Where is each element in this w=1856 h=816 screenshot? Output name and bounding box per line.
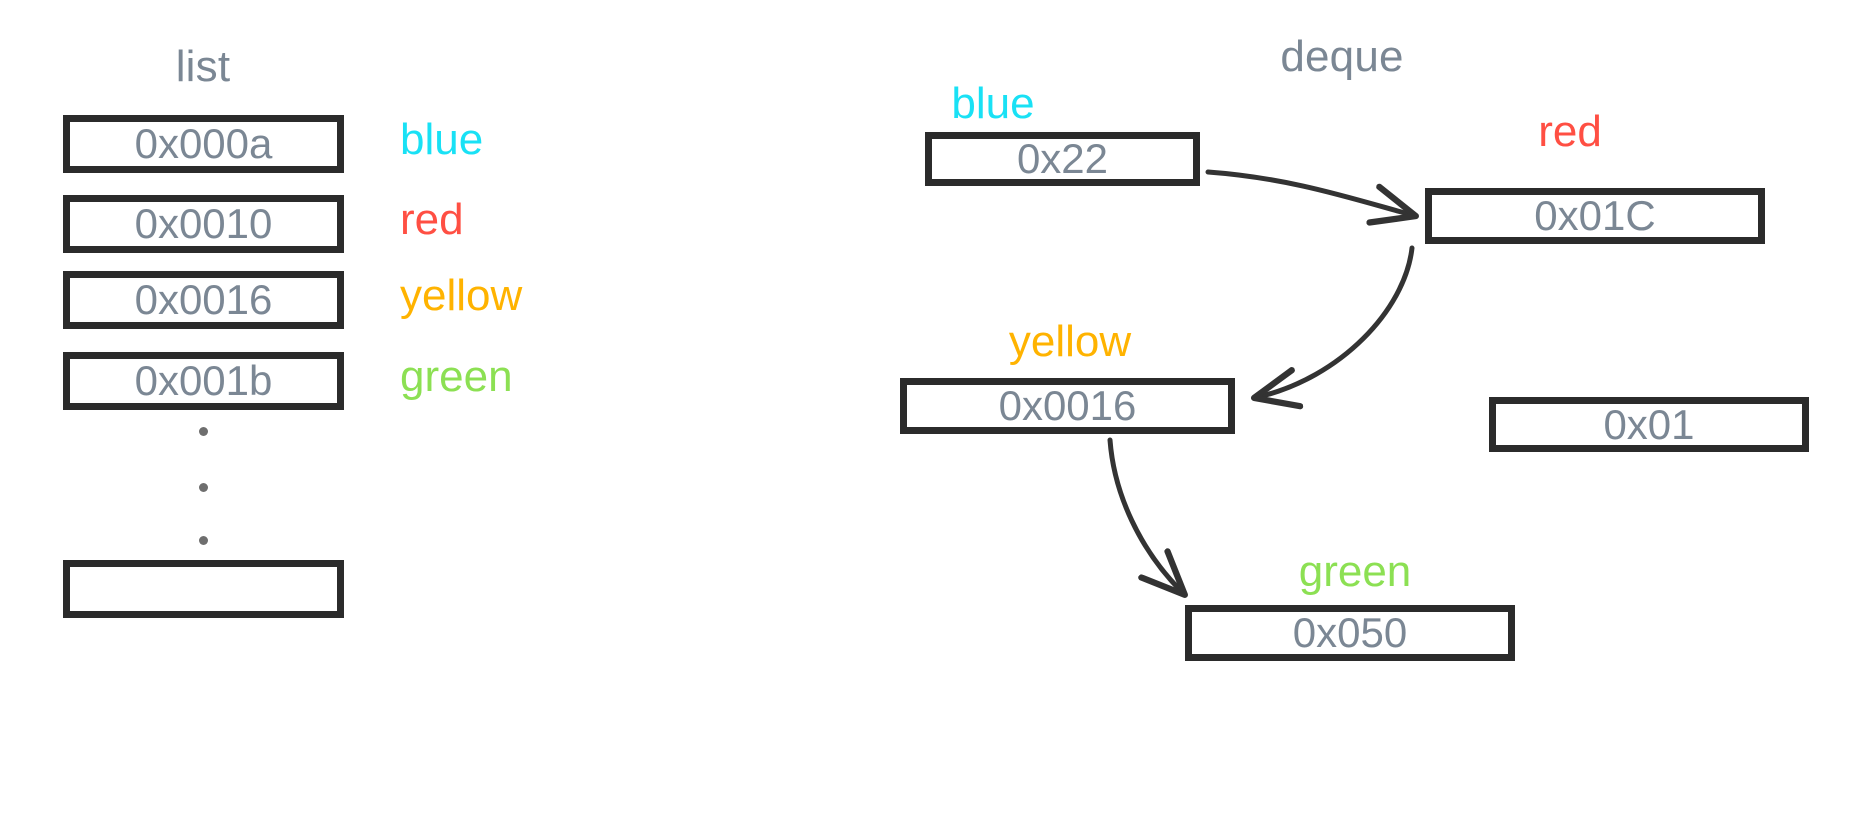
- deque-node-loose-value: 0x01: [1603, 400, 1695, 448]
- deque-node-blue-value: 0x22: [1016, 135, 1109, 182]
- deque-section-title: deque: [1280, 32, 1404, 81]
- list-cell-0-label: blue: [400, 115, 484, 164]
- arrow-red-to-yellow: [1258, 245, 1415, 397]
- list-cell-1-label: red: [400, 195, 464, 244]
- list-cell-3-inner: 0x001b: [70, 359, 337, 403]
- ellipsis-dot-3: [199, 536, 208, 545]
- deque-node-loose-inner: 0x01: [1496, 400, 1802, 448]
- list-cell-3-value: 0x001b: [134, 357, 273, 404]
- list-cell-2-inner: 0x0016: [70, 278, 337, 322]
- list-cell-2[interactable]: 0x0016: [63, 271, 344, 329]
- list-cell-0[interactable]: 0x000a: [63, 115, 344, 173]
- list-cell-1-value: 0x0010: [134, 200, 273, 247]
- list-section-title: list: [175, 42, 231, 91]
- deque-node-red-inner: 0x01C: [1432, 195, 1758, 237]
- list-cell-2-label: yellow: [400, 271, 523, 320]
- list-cell-4-inner: [70, 567, 337, 611]
- list-cell-0-value: 0x000a: [134, 120, 273, 167]
- deque-node-blue-inner: 0x22: [932, 135, 1193, 182]
- deque-node-yellow-inner: 0x0016: [907, 385, 1228, 427]
- list-cell-2-value: 0x0016: [134, 276, 273, 323]
- deque-node-green-value: 0x050: [1292, 609, 1408, 656]
- arrow-yellow-to-green: [1107, 437, 1182, 592]
- list-cell-1[interactable]: 0x0010: [63, 195, 344, 253]
- ellipsis-dot-1: [199, 427, 208, 436]
- deque-node-yellow-value: 0x0016: [998, 382, 1137, 429]
- deque-node-blue[interactable]: 0x22: [925, 132, 1200, 186]
- deque-green-label: green: [1298, 547, 1412, 596]
- ellipsis-dot-2: [199, 483, 208, 492]
- list-cell-0-inner: 0x000a: [70, 122, 337, 166]
- deque-node-green-inner: 0x050: [1192, 612, 1508, 654]
- deque-yellow-label: yellow: [1008, 317, 1132, 366]
- deque-red-label: red: [1538, 107, 1602, 156]
- list-cell-3[interactable]: 0x001b: [63, 352, 344, 410]
- deque-node-red-value: 0x01C: [1534, 192, 1656, 239]
- deque-node-red[interactable]: 0x01C: [1425, 188, 1765, 244]
- list-cell-1-inner: 0x0010: [70, 202, 337, 246]
- deque-node-loose[interactable]: 0x01: [1489, 397, 1809, 452]
- deque-blue-label: blue: [951, 79, 1035, 128]
- list-cell-4-empty[interactable]: [63, 560, 344, 618]
- deque-node-green[interactable]: 0x050: [1185, 605, 1515, 661]
- arrow-blue-to-red: [1205, 169, 1412, 215]
- deque-node-yellow[interactable]: 0x0016: [900, 378, 1235, 434]
- list-cell-3-label: green: [400, 352, 513, 401]
